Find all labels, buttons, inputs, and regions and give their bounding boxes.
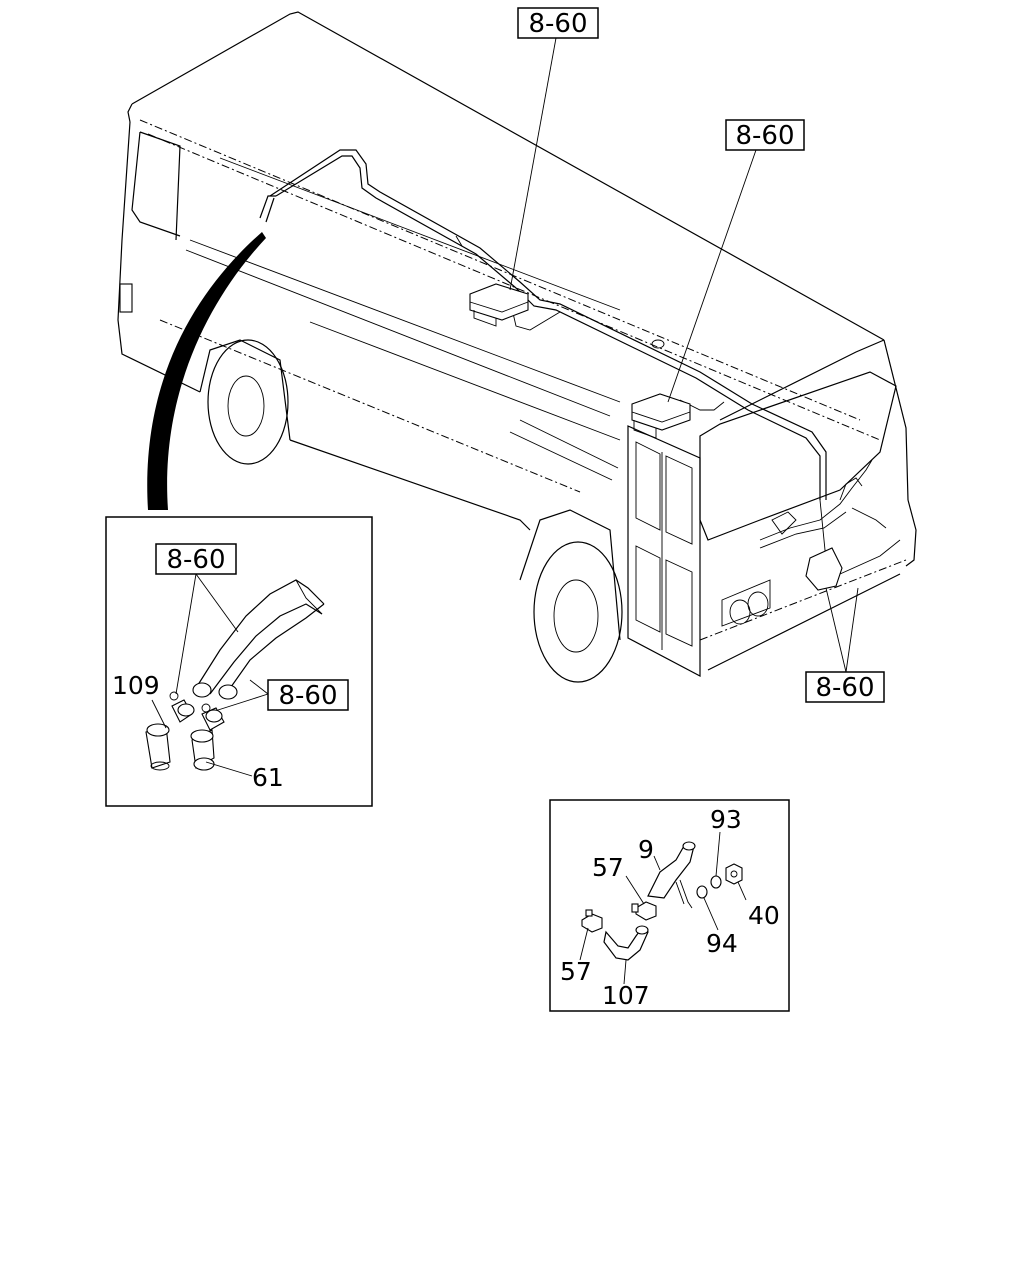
detail-box-left: 8-60 8-60 109 61 bbox=[105, 516, 373, 807]
ref-label: 8-60 bbox=[815, 673, 874, 703]
ref-box-top-center: 8-60 bbox=[517, 7, 599, 39]
detail-pointer bbox=[147, 232, 266, 510]
part-label-57-upper: 57 bbox=[592, 853, 624, 882]
part-label-61: 61 bbox=[252, 763, 284, 792]
ref-label: 8-60 bbox=[278, 681, 337, 711]
bus-body bbox=[117, 11, 917, 683]
part-label-109: 109 bbox=[112, 671, 160, 700]
detail-box-right: 93 9 57 40 94 57 107 bbox=[549, 799, 790, 1012]
ref-label: 8-60 bbox=[735, 121, 794, 151]
sensor-109 bbox=[145, 691, 195, 771]
part-label-107: 107 bbox=[602, 981, 650, 1010]
ref-box-rear-lower: 8-60 bbox=[805, 671, 885, 703]
part-label-93: 93 bbox=[710, 805, 742, 834]
ref-label: 8-60 bbox=[166, 545, 225, 575]
connector-block-center bbox=[469, 283, 529, 327]
part-label-57-lower: 57 bbox=[560, 957, 592, 986]
part-label-9: 9 bbox=[638, 835, 654, 864]
ref-label: 8-60 bbox=[528, 9, 587, 39]
sensor-61 bbox=[190, 703, 225, 771]
ref-box-top-right: 8-60 bbox=[725, 119, 805, 151]
connector-block-right bbox=[631, 393, 691, 439]
leader-lines bbox=[509, 37, 859, 673]
part-label-94: 94 bbox=[706, 929, 738, 958]
part-label-40: 40 bbox=[748, 901, 780, 930]
